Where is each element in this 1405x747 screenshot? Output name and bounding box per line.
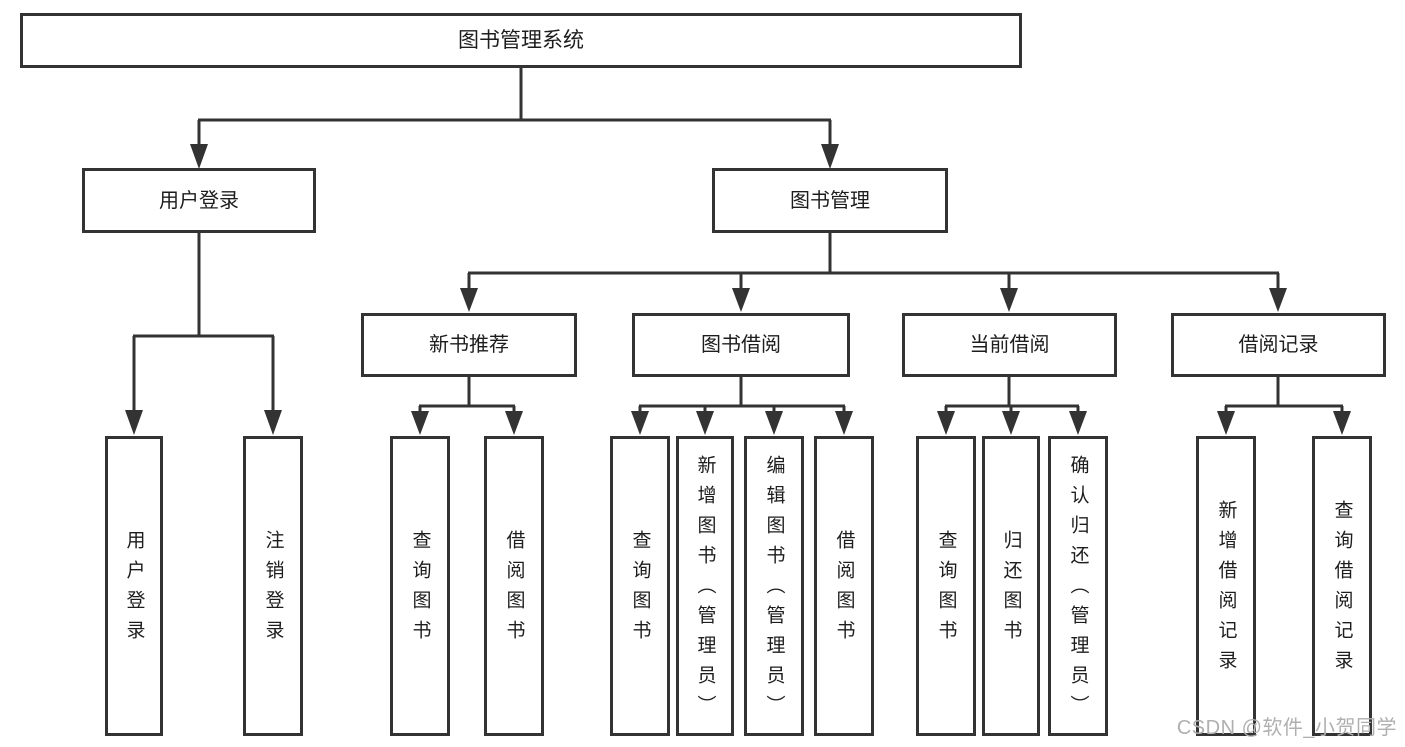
node-book-management: 图书管理: [712, 168, 948, 233]
leaf-records-query-record: 查询借阅记录: [1312, 436, 1372, 736]
leaf-borrow-query-book: 查询图书: [610, 436, 670, 736]
node-new-book-recommend: 新书推荐: [361, 313, 577, 377]
node-current-borrow: 当前借阅: [902, 313, 1117, 377]
node-root-system: 图书管理系统: [20, 13, 1022, 68]
leaf-user-login: 用户登录: [105, 436, 163, 736]
node-user-login: 用户登录: [82, 168, 316, 233]
leaf-borrow-edit-book-admin: 编辑图书（管理员）: [744, 436, 804, 736]
node-book-borrow: 图书借阅: [632, 313, 850, 377]
leaf-borrow-add-book-admin: 新增图书（管理员）: [676, 436, 734, 736]
node-borrow-records: 借阅记录: [1171, 313, 1386, 377]
leaf-borrow-borrow-book: 借阅图书: [814, 436, 874, 736]
leaf-current-confirm-return-admin: 确认归还（管理员）: [1048, 436, 1108, 736]
leaf-current-query-book: 查询图书: [916, 436, 976, 736]
leaf-current-return-book: 归还图书: [982, 436, 1040, 736]
leaf-recommend-query-book: 查询图书: [390, 436, 450, 736]
leaf-logout: 注销登录: [243, 436, 303, 736]
csdn-watermark: CSDN @软件_小贺同学: [1176, 717, 1397, 739]
leaf-records-add-record: 新增借阅记录: [1196, 436, 1256, 736]
leaf-recommend-borrow-book: 借阅图书: [484, 436, 544, 736]
